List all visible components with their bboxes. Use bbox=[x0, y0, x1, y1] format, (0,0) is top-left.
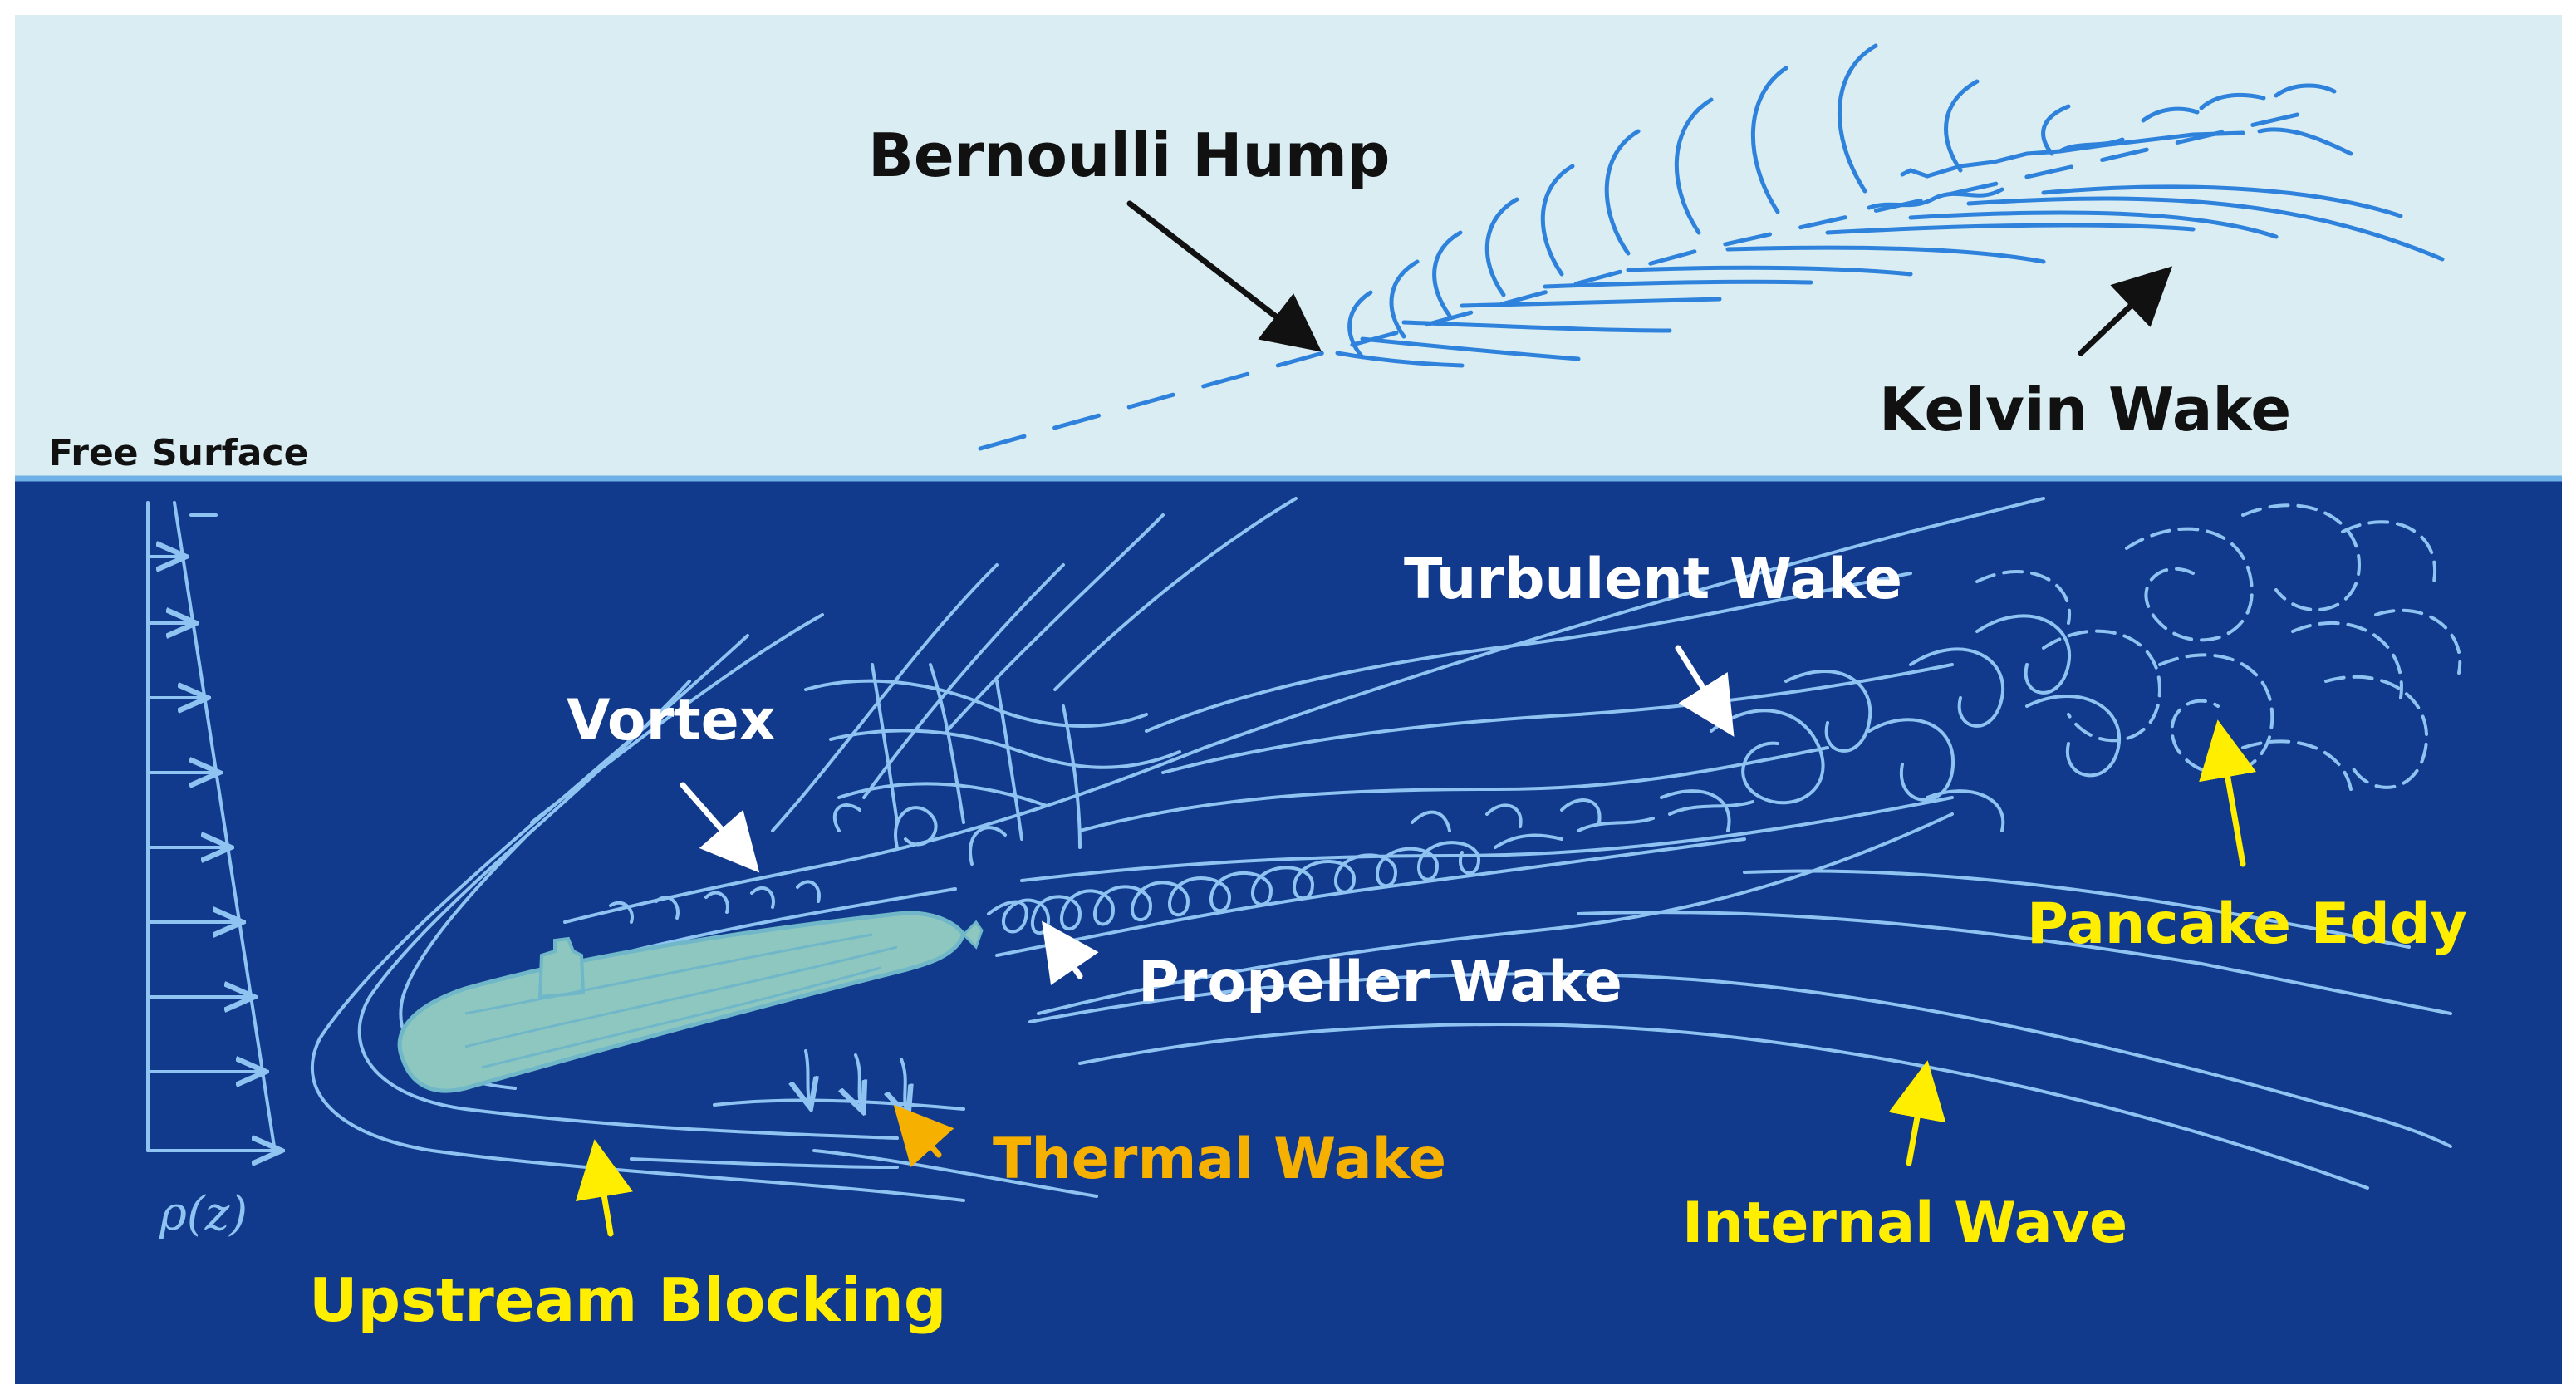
streamline bbox=[563, 497, 2045, 924]
streamline bbox=[357, 680, 899, 1140]
streamline bbox=[1078, 746, 1829, 832]
label-turbulent-wake: Turbulent Wake bbox=[1404, 547, 1902, 612]
arrow-kelvin-wake bbox=[2078, 266, 2173, 356]
label-kelvin-wake: Kelvin Wake bbox=[1879, 375, 2291, 444]
label-propeller-wake: Propeller Wake bbox=[1138, 950, 1622, 1015]
submarine bbox=[397, 911, 984, 1093]
air-region bbox=[15, 15, 2562, 477]
arrow-turbulent-wake bbox=[1675, 645, 1735, 737]
arrow-propeller-wake bbox=[1042, 920, 1099, 985]
underwater-flow-sketch bbox=[310, 497, 2452, 1202]
annotation-arrows bbox=[575, 200, 2257, 1237]
label-internal-wave: Internal Wave bbox=[1682, 1190, 2127, 1256]
internal-wave-line bbox=[1028, 972, 2452, 1148]
streamline bbox=[862, 563, 1065, 799]
label-bernoulli-hump: Bernoulli Hump bbox=[868, 120, 1390, 190]
streamline bbox=[310, 634, 965, 1202]
arrow-vortex bbox=[680, 782, 760, 873]
streamline bbox=[1020, 796, 1954, 882]
label-upstream-blocking: Upstream Blocking bbox=[309, 1265, 946, 1335]
streamline bbox=[530, 613, 824, 824]
label-pancake-eddy: Pancake Eddy bbox=[2027, 891, 2467, 957]
streamline bbox=[1161, 663, 1954, 774]
label-thermal-wake: Thermal Wake bbox=[993, 1127, 1446, 1192]
internal-wave-line bbox=[1078, 1023, 2369, 1190]
kelvin-wake-sketch bbox=[978, 43, 2445, 451]
streamline bbox=[1053, 497, 1298, 691]
streamline bbox=[630, 1157, 899, 1169]
thermal-wake-arrows bbox=[609, 880, 907, 1113]
internal-wave-line bbox=[1577, 911, 2452, 1015]
arrow-upstream-blocking bbox=[575, 1139, 633, 1237]
label-density-profile: ρ(z) bbox=[159, 1187, 248, 1241]
internal-wave-line bbox=[1743, 869, 2411, 949]
arrow-bernoulli-hump bbox=[1126, 200, 1322, 352]
streamline bbox=[812, 1149, 1098, 1198]
streamline bbox=[945, 513, 1165, 733]
streamline bbox=[995, 837, 1746, 957]
streamline bbox=[1037, 812, 1954, 1015]
arrow-thermal-wake bbox=[893, 1104, 954, 1168]
arrow-pancake-eddy bbox=[2199, 719, 2257, 867]
density-profile bbox=[146, 501, 278, 1151]
pancake-eddy-sketch bbox=[1975, 503, 2462, 791]
streamline bbox=[771, 563, 999, 832]
label-vortex: Vortex bbox=[567, 688, 776, 753]
arrow-internal-wave bbox=[1888, 1060, 1946, 1166]
label-free-surface: Free Surface bbox=[48, 432, 308, 474]
streamline bbox=[1145, 572, 1912, 733]
